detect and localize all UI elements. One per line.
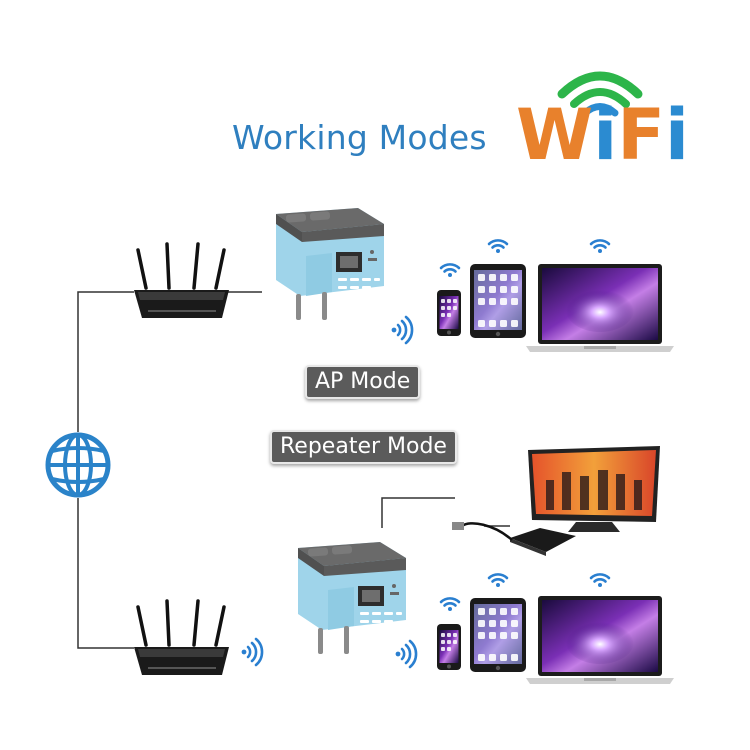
phone-icon [437, 624, 461, 670]
repeater-icon [298, 542, 406, 654]
set-top-box-icon [510, 528, 576, 556]
wifi-signal-icon [589, 573, 611, 589]
wifi-signal-icon [394, 639, 418, 669]
phone-icon [437, 290, 461, 336]
wifi-signal-icon [240, 637, 264, 667]
repeater-mode-label: Repeater Mode [270, 430, 457, 464]
logo-letter: i [593, 94, 618, 176]
ap-mode-label: AP Mode [305, 365, 421, 399]
tablet-icon [470, 598, 526, 672]
wifi-signal-icon [390, 315, 414, 345]
wifi-logo-icon [557, 71, 643, 117]
connection-lines [77, 291, 510, 649]
logo-letter: i [665, 94, 690, 176]
tv-icon [528, 446, 660, 532]
router-icon [132, 599, 231, 677]
laptop-icon [526, 596, 674, 684]
repeater-icon [276, 208, 384, 320]
wifi-signal-icon [589, 239, 611, 255]
tablet-icon [470, 264, 526, 338]
wifi-signal-icon [439, 263, 461, 279]
globe-icon [48, 435, 108, 495]
logo-letter: W [516, 94, 594, 176]
page-title: Working Modes [232, 118, 487, 157]
wifi-signal-icon [487, 573, 509, 589]
laptop-icon [526, 264, 674, 352]
ethernet-cable-icon [452, 522, 513, 541]
router-icon [132, 242, 231, 320]
logo-letter: F [617, 94, 666, 176]
wifi-logo-text: WiFi [516, 100, 689, 170]
wifi-signal-icon [439, 597, 461, 613]
wifi-signal-icon [487, 239, 509, 255]
